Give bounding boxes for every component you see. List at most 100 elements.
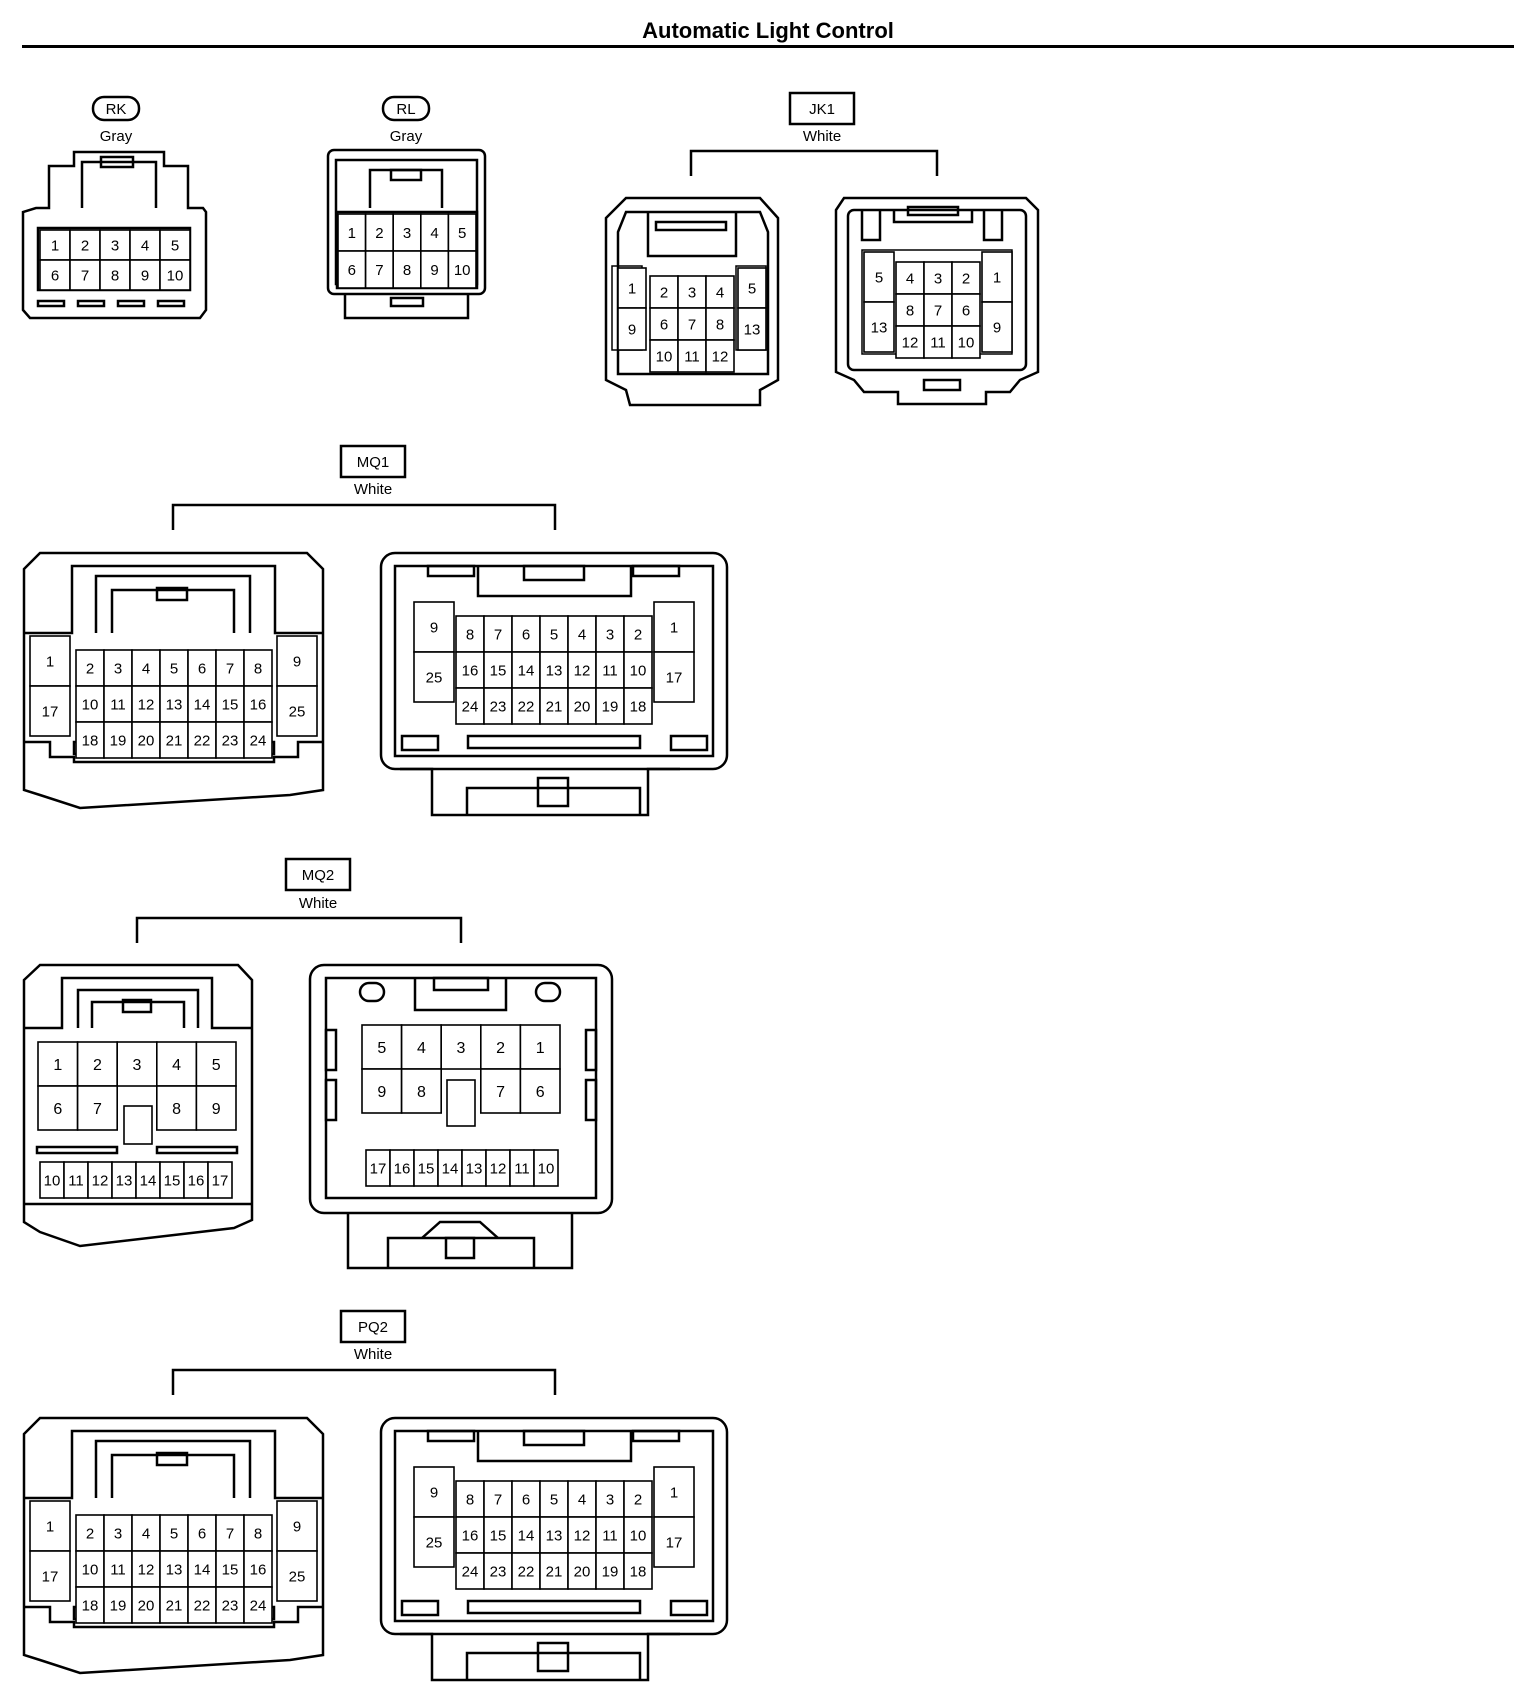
jk1b-pin-2: 2 (962, 270, 970, 287)
jk1b-pin-1: 1 (993, 269, 1001, 286)
connector-mq1-bracket (171, 503, 557, 530)
mq1a-pin-21: 21 (166, 732, 183, 749)
mq2b-pin-13-cell (461, 1149, 487, 1187)
mq2a-pin-10-cell (39, 1161, 65, 1199)
jk1a-pin-5-cell (737, 267, 767, 309)
jk1a-pin-13: 13 (744, 321, 761, 338)
mq1a-pin-1: 1 (46, 653, 54, 670)
rl-pin-2-cell (364, 213, 395, 252)
mq1a-pin-3: 3 (114, 660, 122, 677)
mq2a-pin-11: 11 (68, 1172, 84, 1189)
pq2b-pin-14: 14 (518, 1527, 535, 1544)
pq2a-pin-14-cell (187, 1550, 217, 1588)
mq1a-pin-18: 18 (82, 732, 99, 749)
pq2a-pin-11-cell (103, 1550, 133, 1588)
jk1a-pin-5: 5 (748, 280, 756, 297)
rk-pin-6-cell (39, 259, 71, 291)
mq2a-pin-10: 10 (44, 1172, 61, 1189)
mq2b-pin-9-cell (361, 1068, 403, 1114)
connector-jk1-bracket (689, 149, 939, 176)
mq1a-pin-2-cell (75, 649, 105, 687)
mq1b-pin-13-cell (539, 651, 569, 689)
pq2a-pin-1: 1 (46, 1518, 54, 1535)
mq2a-pin-14: 14 (140, 1172, 157, 1189)
mq2a-pin-12: 12 (92, 1172, 109, 1189)
connector-jk1-code: JK1 (809, 101, 835, 118)
mq1b-pin-18-cell (623, 687, 653, 725)
mq2a-pin-16: 16 (188, 1172, 205, 1189)
rk-pin-6: 6 (51, 267, 59, 284)
mq1a-pin-13: 13 (166, 696, 183, 713)
rl-pin-5-cell (447, 213, 477, 252)
pq2a-pin-8: 8 (254, 1525, 262, 1542)
jk1a-pin-2: 2 (660, 284, 668, 301)
mq2a-pin-9-cell (195, 1085, 237, 1131)
rk-pin-9: 9 (141, 267, 149, 284)
mq1b-pin-17-cell (653, 651, 695, 703)
pq2b-pin-24: 24 (462, 1563, 479, 1580)
mq1b-pin-17: 17 (666, 669, 683, 686)
rk-pin-8: 8 (111, 267, 119, 284)
pq2b-pin-17-cell (653, 1516, 695, 1568)
pq2a-pin-11: 11 (110, 1561, 126, 1578)
mq2a-pin-14-cell (135, 1161, 161, 1199)
mq1a-pin-25: 25 (289, 703, 306, 720)
mq1a-pin-22: 22 (194, 732, 211, 749)
connector-pq2-bracket (171, 1368, 557, 1395)
mq1b-pin-13: 13 (546, 662, 563, 679)
rl-pin-3: 3 (403, 225, 411, 242)
mq2a-pin-1: 1 (53, 1057, 62, 1074)
mq1a-pin-23-cell (215, 721, 245, 759)
mq1a-pin-7: 7 (226, 660, 234, 677)
mq2b-pin-3-cell (440, 1024, 482, 1070)
mq1a-pin-9-cell (276, 635, 318, 687)
pq2b-pin-10-cell (623, 1516, 653, 1554)
pq2b-pin-2-cell (623, 1480, 653, 1518)
rk-pin-2: 2 (81, 237, 89, 254)
pq2b-pin-6-cell (511, 1480, 541, 1518)
connector-mq2-code: MQ2 (302, 867, 335, 884)
mq1a-pin-15: 15 (222, 696, 239, 713)
mq1a-pin-10: 10 (82, 696, 99, 713)
rl-pin-6: 6 (348, 262, 356, 279)
connector-pq2-code-badge (339, 1309, 407, 1344)
connector-rl-code-badge (381, 95, 431, 122)
pq2a-pin-5: 5 (170, 1525, 178, 1542)
pq2a-pin-23: 23 (222, 1597, 239, 1614)
pq2b-pin-5: 5 (550, 1491, 558, 1508)
pq2a-pin-20-cell (131, 1586, 161, 1624)
mq2b-center-key-cell (446, 1079, 476, 1127)
mq2b-pin-14: 14 (442, 1160, 459, 1177)
mq1a-pin-6: 6 (198, 660, 206, 677)
jk1a-pin-4: 4 (716, 284, 724, 301)
pq2b-pin-11: 11 (602, 1527, 618, 1544)
mq1b-pin-15: 15 (490, 662, 507, 679)
rk-pin-8-cell (99, 259, 131, 291)
mq1a-pin-23: 23 (222, 732, 239, 749)
mq1a-pin-7-cell (215, 649, 245, 687)
mq2a-pin-5-cell (195, 1041, 237, 1087)
rk-pin-7: 7 (81, 267, 89, 284)
pq2a-pin-3: 3 (114, 1525, 122, 1542)
pq2b-pin-20: 20 (574, 1563, 591, 1580)
mq2b-pin-8-cell (400, 1068, 443, 1114)
mq1b-pin-25-cell (413, 651, 455, 703)
jk1a-pin-12-cell (705, 339, 735, 373)
pq2b-pin-25: 25 (426, 1534, 443, 1551)
pq2b-pin-7-cell (483, 1480, 513, 1518)
mq2b-pin-3: 3 (457, 1040, 466, 1057)
mq2b-pin-11: 11 (514, 1160, 530, 1177)
pq2a-pin-19: 19 (110, 1597, 127, 1614)
connector-pq2-housing-b (379, 1416, 729, 1682)
mq2a-pin-4: 4 (172, 1057, 181, 1074)
mq1a-pin-14: 14 (194, 696, 211, 713)
mq2a-pin-12-cell (87, 1161, 113, 1199)
mq1b-pin-2-cell (623, 615, 653, 653)
jk1a-pin-1-cell (617, 267, 647, 309)
connector-jk1-code-badge (788, 91, 856, 126)
